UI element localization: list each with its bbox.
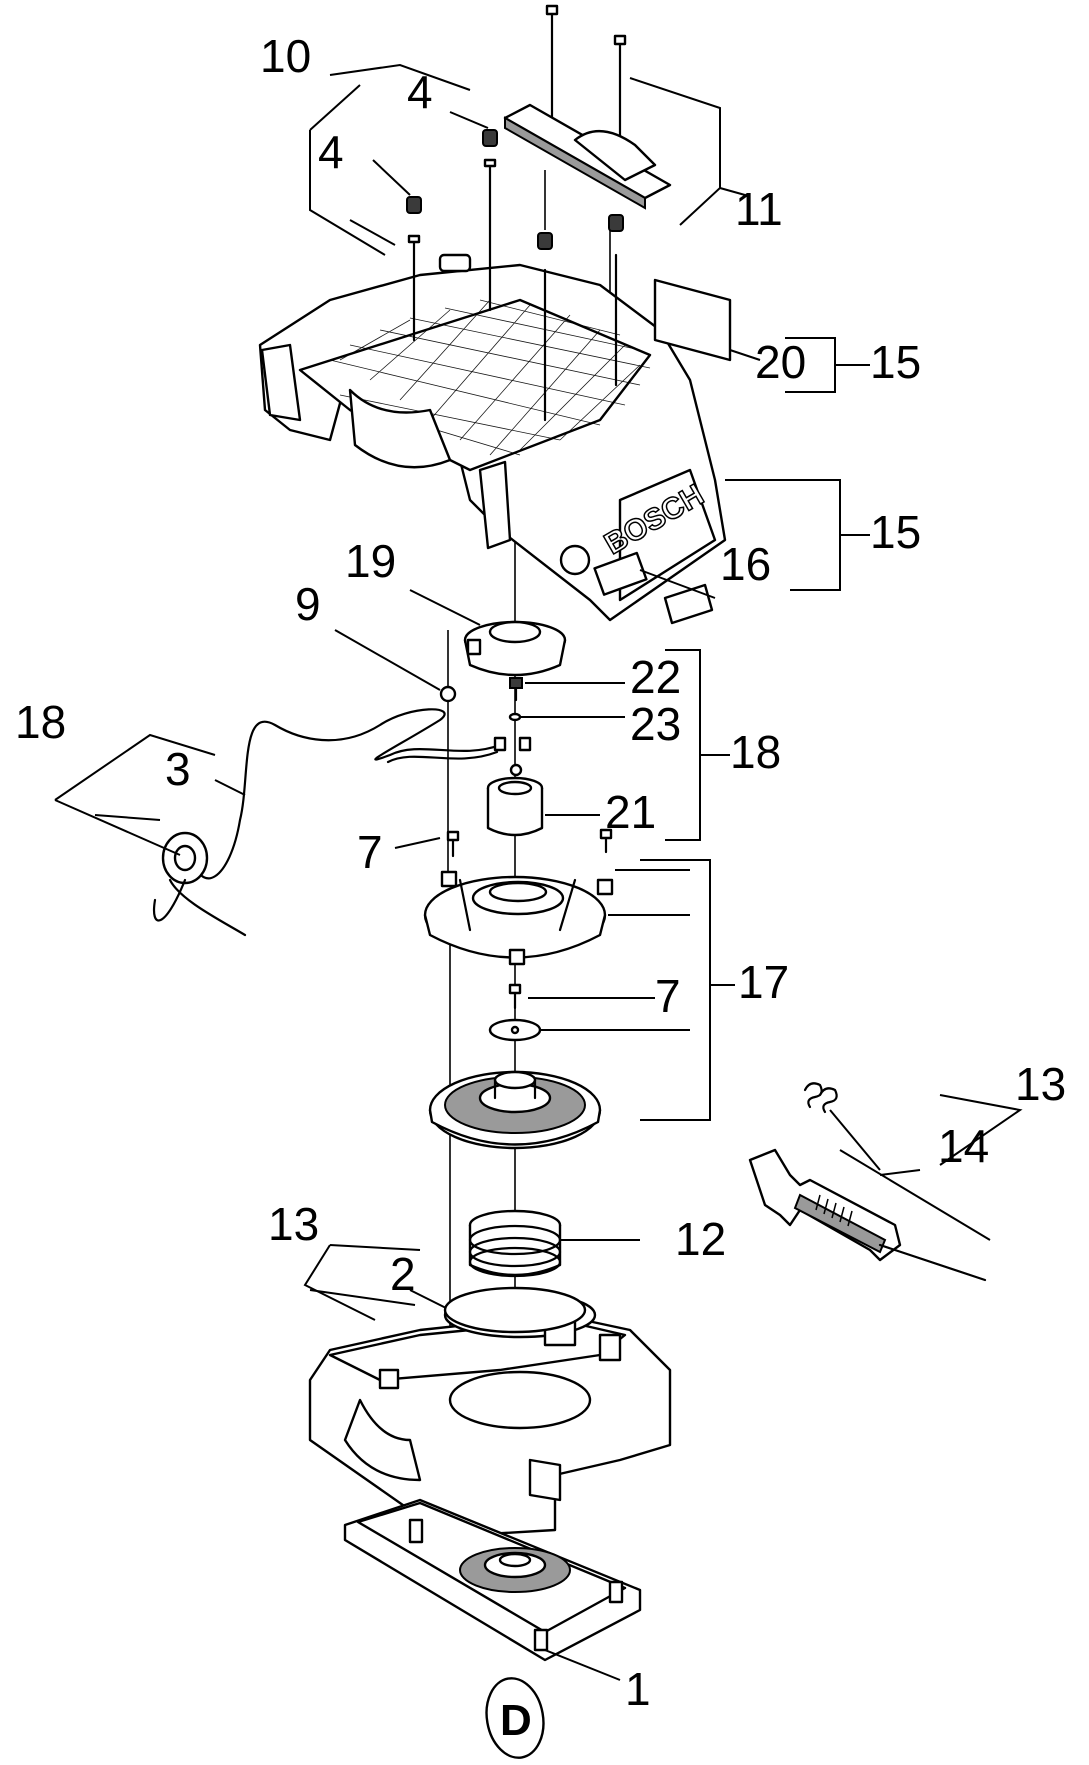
base-plate bbox=[343, 1498, 642, 1662]
callout-16: 16 bbox=[720, 538, 771, 590]
callout-13-right: 13 bbox=[1015, 1058, 1066, 1110]
callout-4-lower: 4 bbox=[318, 126, 344, 178]
callout-4-upper: 4 bbox=[407, 66, 433, 118]
callout-18-left: 18 bbox=[15, 696, 66, 748]
bearing-housing-upper bbox=[423, 870, 614, 966]
callout-23: 23 bbox=[630, 698, 681, 750]
callout-7-lower: 7 bbox=[655, 970, 681, 1022]
screws-7 bbox=[446, 828, 613, 1010]
cable-assembly bbox=[152, 708, 532, 937]
callout-20: 20 bbox=[755, 336, 806, 388]
small-fasteners bbox=[439, 677, 523, 722]
callout-15-upper: 15 bbox=[870, 336, 921, 388]
callout-21: 21 bbox=[605, 786, 656, 838]
callout-17: 17 bbox=[738, 956, 789, 1008]
washer-hole bbox=[510, 1025, 520, 1035]
top-cover-housing: BOSCH bbox=[258, 253, 727, 622]
callout-9: 9 bbox=[295, 578, 321, 630]
motor-capacitor bbox=[486, 763, 544, 837]
callout-15-lower: 15 bbox=[870, 506, 921, 558]
callout-10: 10 bbox=[260, 30, 311, 82]
callout-22: 22 bbox=[630, 651, 681, 703]
leader-lines bbox=[54, 63, 1023, 1681]
callout-12: 12 bbox=[675, 1213, 726, 1265]
callout-7-upper: 7 bbox=[357, 826, 383, 878]
callout-2: 2 bbox=[390, 1248, 416, 1300]
callout-18-right: 18 bbox=[730, 726, 781, 778]
callout-11: 11 bbox=[735, 183, 783, 235]
svg-text:D: D bbox=[500, 1696, 532, 1745]
callout-3: 3 bbox=[165, 743, 191, 795]
callout-14: 14 bbox=[938, 1120, 989, 1172]
callout-1: 1 bbox=[625, 1663, 651, 1715]
callout-numbers: 10 4 4 11 20 15 15 16 19 9 22 23 18 18 3… bbox=[15, 30, 1066, 1715]
switch-assembly bbox=[748, 1082, 987, 1282]
spring-ring bbox=[468, 1209, 562, 1278]
bearing-cap bbox=[463, 620, 567, 677]
handle-plate bbox=[503, 4, 672, 210]
detail-marker-d: D bbox=[485, 1677, 545, 1759]
label-sheets bbox=[653, 278, 732, 625]
eccentric-fan bbox=[428, 1070, 602, 1150]
callout-13-left: 13 bbox=[268, 1198, 319, 1250]
callout-19: 19 bbox=[345, 535, 396, 587]
cover-screws bbox=[406, 129, 624, 422]
